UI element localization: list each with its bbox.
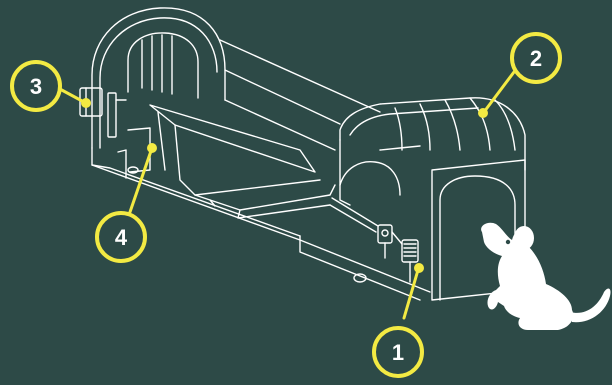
leader-dot-3 bbox=[81, 98, 91, 108]
mouse-silhouette bbox=[481, 223, 610, 330]
callout-2-label: 2 bbox=[530, 46, 542, 71]
leader-dot-4 bbox=[147, 143, 157, 153]
back-arch-inner bbox=[100, 18, 217, 148]
callout-3: 3 bbox=[12, 62, 60, 110]
leader-dot-1 bbox=[414, 263, 424, 273]
callout-1-label: 1 bbox=[392, 340, 404, 365]
callout-4-label: 4 bbox=[115, 225, 128, 250]
callout-1: 1 bbox=[374, 328, 422, 376]
leader-line-2 bbox=[484, 72, 514, 112]
leader-dot-2 bbox=[478, 108, 488, 118]
callout-3-label: 3 bbox=[30, 74, 42, 99]
trap-base bbox=[92, 148, 430, 292]
back-arch-outer bbox=[92, 8, 225, 148]
callout-4: 4 bbox=[97, 213, 145, 261]
back-arch-window bbox=[128, 33, 198, 98]
mouse-eye bbox=[506, 240, 510, 244]
front-cover bbox=[340, 98, 525, 170]
callouts: 1 2 3 4 bbox=[12, 34, 560, 376]
ramp bbox=[150, 105, 315, 172]
trap-body bbox=[80, 8, 525, 300]
callout-2: 2 bbox=[512, 34, 560, 82]
